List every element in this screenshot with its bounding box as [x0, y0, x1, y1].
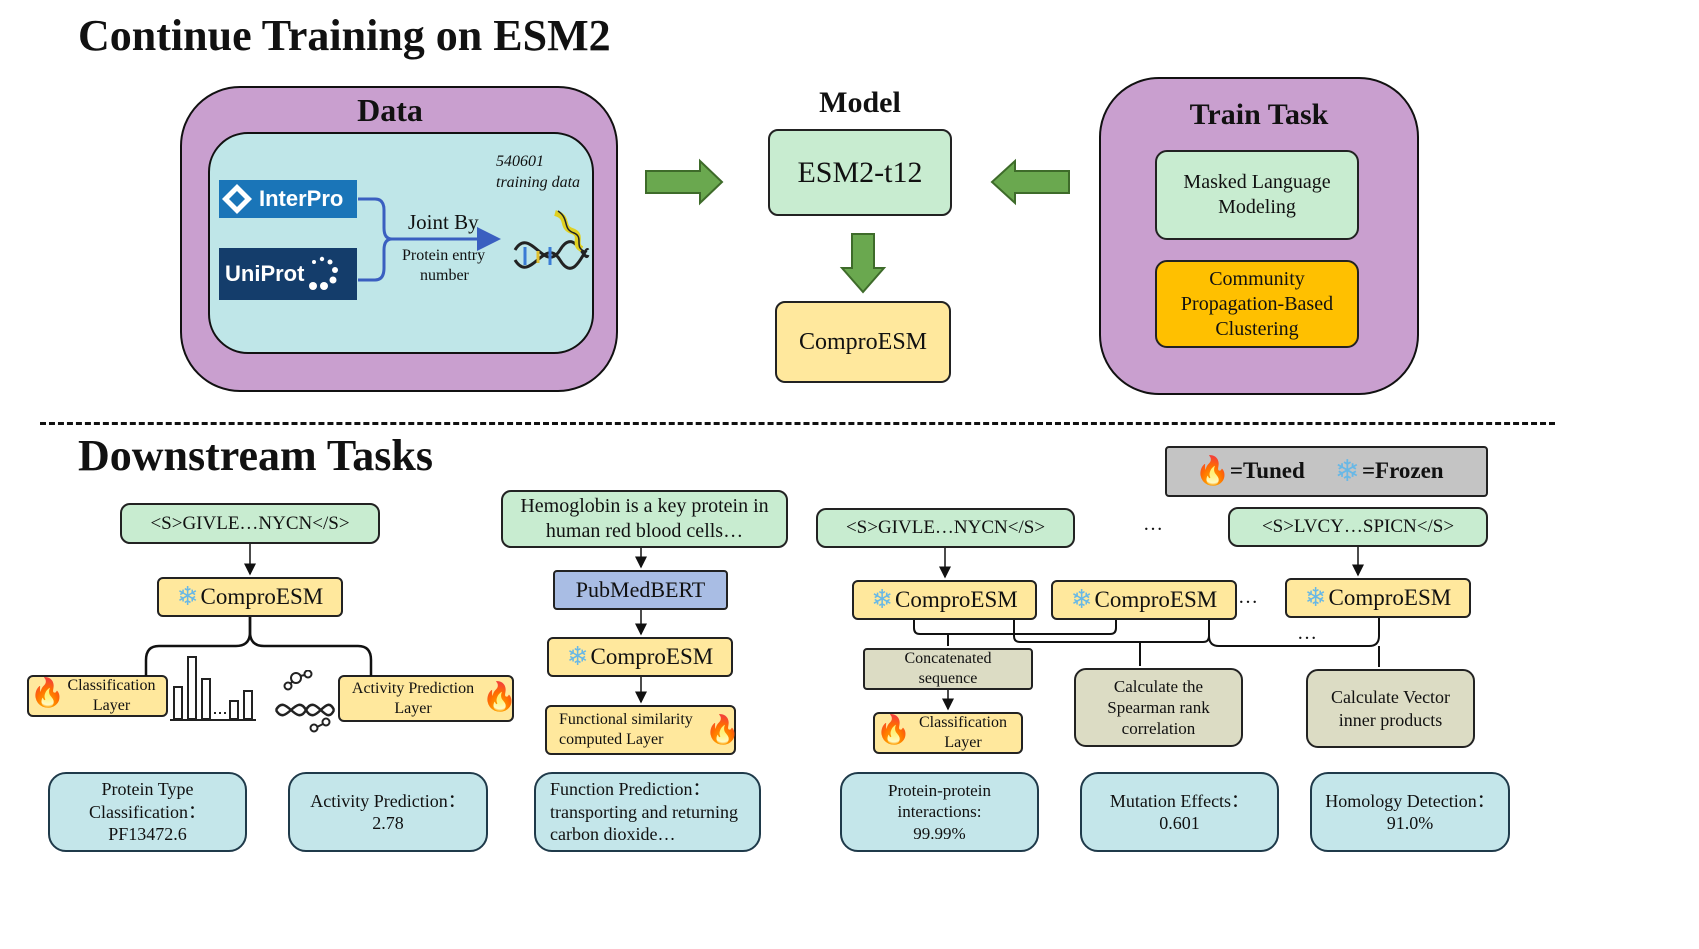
legend-box: 🔥 =Tuned ❄ =Frozen [1165, 446, 1488, 497]
joint-detail-2: number [420, 267, 469, 284]
training-count: 540601 [496, 153, 544, 170]
result-line: transporting and returning [550, 801, 738, 822]
molecule-dna-icon [274, 670, 336, 733]
task3-spearman: Calculate the Spearman rank correlation [1074, 668, 1243, 747]
result-line: Activity Prediction： [310, 790, 466, 811]
task1-result-activity: Activity Prediction： 2.78 [288, 772, 488, 852]
result-line: 0.601 [1159, 813, 1200, 833]
task4-input: <S>LVCY…SPICN</S> [1228, 507, 1488, 547]
interpro-icon [222, 184, 252, 214]
legend-tuned: =Tuned [1229, 458, 1305, 484]
task3-comproesm-2: ❄ ComproESM [1051, 580, 1237, 620]
esm2-model-box: ESM2-t12 [768, 129, 952, 216]
task3-result-mutation: Mutation Effects： 0.601 [1080, 772, 1279, 852]
fire-icon: 🔥 [1195, 455, 1230, 487]
task4-comproesm: ❄ ComproESM [1285, 578, 1471, 618]
interpro-logo: InterPro [219, 180, 357, 218]
interpro-label: InterPro [259, 186, 344, 211]
task2-comproesm: ❄ ComproESM [547, 637, 733, 677]
result-line: PF13472.6 [108, 824, 187, 845]
result-line: 2.78 [372, 813, 404, 833]
uniprot-dots-icon [309, 256, 339, 290]
task2-similarity-layer: Functional similarity computed Layer [545, 705, 736, 755]
snowflake-icon: ❄ [871, 585, 894, 614]
result-line: Mutation Effects： [1109, 790, 1250, 811]
snowflake-icon: ❄ [1334, 454, 1360, 488]
snowflake-icon: ❄ [176, 582, 199, 611]
model-panel-title: Model [819, 86, 901, 119]
joint-detail-1: Protein entry [402, 247, 486, 264]
snowflake-icon: ❄ [566, 642, 589, 671]
task-community-clustering: Community Propagation-Based Clustering [1155, 260, 1359, 348]
task3-model-1-label: ComproESM [895, 586, 1018, 612]
task3-result-ppi: Protein-protein interactions: 99.99% [840, 772, 1039, 852]
result-line: 91.0% [1386, 813, 1434, 833]
uniprot-label: UniProt [225, 261, 305, 286]
result-line: Classification： [89, 801, 206, 822]
fire-icon: 🔥 [30, 678, 65, 709]
data-to-model-arrow [645, 158, 724, 206]
task4-result-homology: Homology Detection： 91.0% [1310, 772, 1510, 852]
joint-by-label: Joint By [408, 210, 479, 234]
data-panel-title: Data [357, 92, 423, 128]
task3-model-2-label: ComproESM [1094, 586, 1218, 612]
train-task-title: Train Task [1189, 98, 1329, 131]
task1-classification-layer: Classification Layer [27, 675, 168, 717]
task-to-model-arrow [990, 158, 1070, 206]
task3-classification-layer: Classification Layer [873, 712, 1023, 754]
task-masked-lm: Masked Language Modeling [1155, 150, 1359, 240]
task2-input: Hemoglobin is a key protein in human red… [501, 490, 788, 548]
result-line: Homology Detection： [1325, 790, 1495, 811]
task1-activity-layer: Activity Prediction Layer [338, 675, 514, 722]
fire-icon: 🔥 [482, 682, 517, 713]
snowflake-icon: ❄ [1304, 583, 1327, 612]
task1-result-classification: Protein Type Classification： PF13472.6 [48, 772, 247, 852]
legend-frozen: =Frozen [1361, 458, 1444, 484]
task4-model-label: ComproESM [1328, 584, 1452, 610]
dna-helix-icon [513, 210, 590, 270]
task3-comproesm-1: ❄ ComproESM [852, 580, 1037, 620]
section-title-downstream: Downstream Tasks [78, 431, 433, 480]
result-line: Function Prediction： [550, 779, 711, 800]
model-to-comproesm-arrow [839, 233, 887, 294]
fire-icon: 🔥 [705, 715, 740, 746]
task3-dots-top: … [1143, 513, 1163, 535]
task1-input: <S>GIVLE…NYCN</S> [120, 503, 380, 544]
task3-dots-mid: … [1238, 586, 1258, 608]
section-divider [40, 422, 1555, 425]
snowflake-icon: ❄ [1070, 585, 1093, 614]
task3-concat: Concatenated sequence [863, 648, 1033, 690]
task1-model-label: ComproESM [200, 583, 324, 609]
task4-vector-products: Calculate Vector inner products [1306, 669, 1475, 748]
section-title-training: Continue Training on ESM2 [78, 11, 611, 60]
task2-model-label: ComproESM [590, 643, 714, 669]
uniprot-logo: UniProt [219, 248, 357, 300]
training-label: training data [496, 174, 581, 191]
task2-pubmedbert: PubMedBERT [553, 570, 728, 610]
fire-icon: 🔥 [876, 715, 911, 746]
task3-input: <S>GIVLE…NYCN</S> [816, 508, 1075, 548]
result-line: carbon dioxide… [550, 824, 676, 845]
task4-dots: … [1297, 622, 1317, 644]
result-line: Protein-protein [888, 781, 991, 801]
result-line: 99.99% [913, 823, 966, 843]
comproesm-output-box: ComproESM [775, 301, 951, 383]
result-line: Protein Type [101, 779, 194, 800]
bar-chart-icon [170, 656, 256, 721]
result-line: interactions: [897, 802, 982, 822]
task2-result-function: Function Prediction： transporting and re… [534, 772, 761, 852]
task1-comproesm: ❄ ComproESM [157, 577, 343, 617]
